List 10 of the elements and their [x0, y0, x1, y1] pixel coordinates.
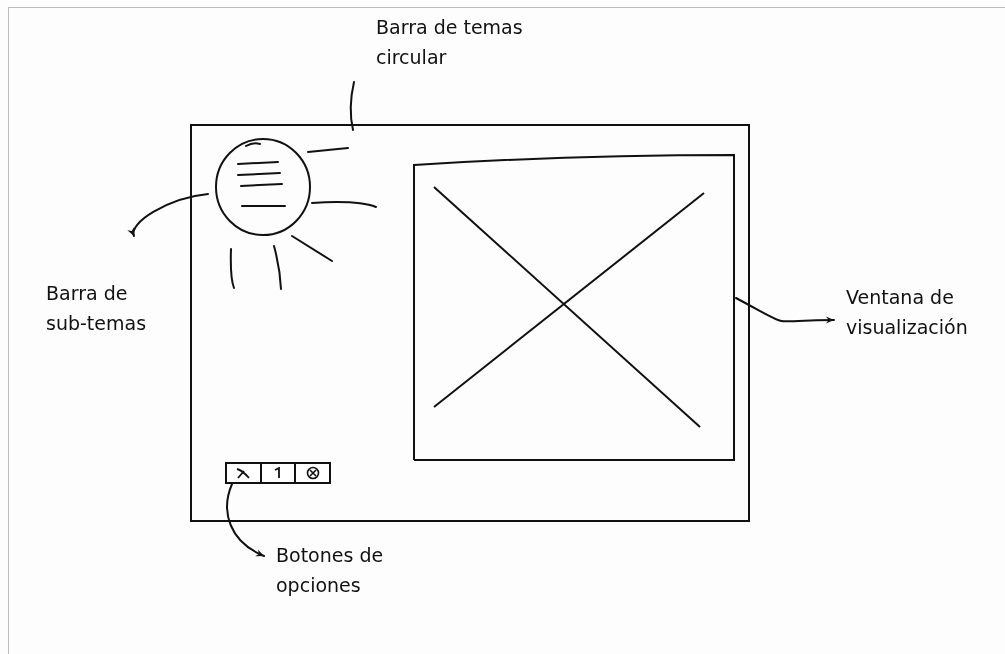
annotation-label: Barra de temas circular	[376, 12, 576, 72]
annotation-label: Barra de sub-temas	[46, 278, 164, 338]
button-bar	[225, 462, 331, 484]
annotation-label: Botones de opciones	[276, 540, 426, 600]
window-frame	[190, 124, 750, 522]
arrow	[129, 193, 209, 237]
leader-line	[349, 81, 355, 131]
annotation-label: Ventana de visualización	[846, 282, 996, 342]
arrow	[226, 483, 265, 557]
arrow	[735, 297, 835, 324]
